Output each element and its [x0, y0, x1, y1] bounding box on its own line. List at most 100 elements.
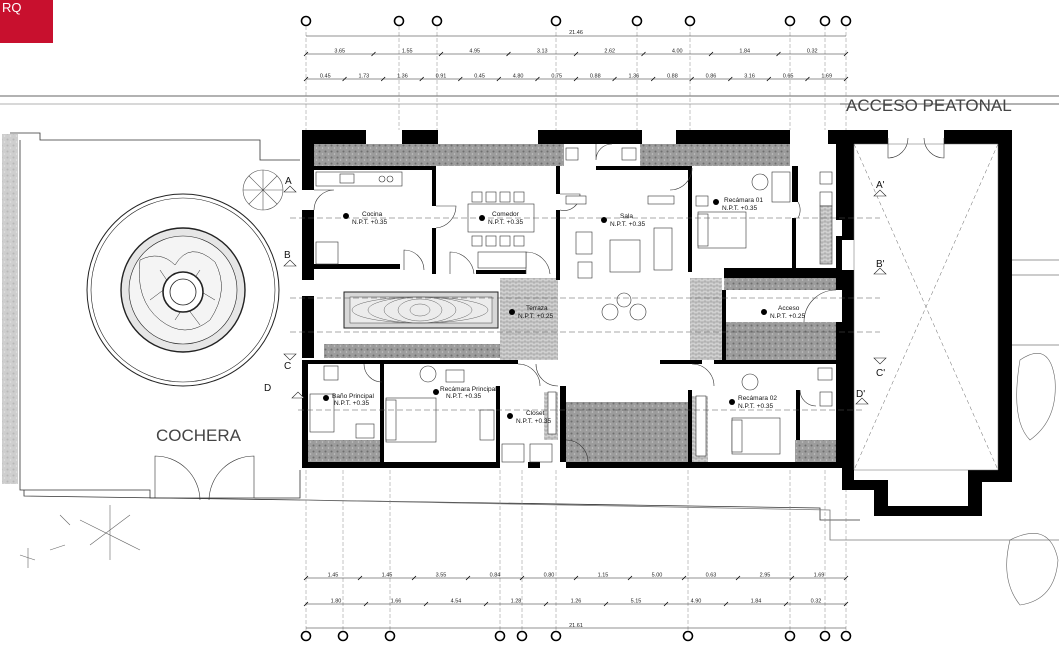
- dimension-tick: [843, 51, 849, 57]
- room-name: Recámara 01: [724, 197, 763, 204]
- dimension-label: 4.54: [451, 599, 462, 605]
- section-lines: [290, 217, 880, 411]
- dimension-tick: [783, 601, 789, 607]
- dimension-tick: [303, 76, 309, 82]
- walls: [302, 130, 1012, 516]
- dimension-label: 4.95: [469, 49, 480, 55]
- dimension-label: 5.15: [631, 599, 642, 605]
- room-terraza: Terraza N.P.T. +0.25: [509, 305, 553, 320]
- dimension-label: 1.45: [328, 573, 339, 579]
- room-cocina: Cocina N.P.T. +0.35: [343, 211, 387, 226]
- grid-bubble-bottom: [384, 630, 396, 642]
- room-name: Sala: [620, 213, 633, 220]
- dimension-label: 0.32: [811, 599, 822, 605]
- dimension-tick: [728, 76, 733, 82]
- grid-bubble-bottom: [682, 630, 694, 642]
- dimension-label: 0.45: [474, 74, 485, 80]
- room-level: N.P.T. +0.35: [516, 418, 551, 425]
- dimension-label: 0.75: [551, 74, 562, 80]
- dimension-label: 0.45: [320, 74, 331, 80]
- dimension-tick: [735, 575, 741, 581]
- dimension-label: 0.63: [706, 573, 717, 579]
- dimension-label: 0.80: [544, 573, 555, 579]
- brand-logo: RQ: [0, 0, 53, 43]
- grid-bubble-top: [840, 15, 852, 27]
- dimension-tick: [663, 601, 669, 607]
- dimension-label: 4.90: [691, 599, 702, 605]
- grid-bubble-bottom: [550, 630, 562, 642]
- room-level: N.P.T. +0.35: [352, 219, 387, 226]
- room-name: Baño Principal: [332, 393, 374, 400]
- fountain: [86, 193, 280, 387]
- dimension-tick: [723, 601, 729, 607]
- tree-top-left: [242, 169, 284, 211]
- grid-bubble-bottom: [516, 630, 528, 642]
- pool: [343, 291, 499, 329]
- grid-bubble-top: [393, 15, 405, 27]
- room-level: N.P.T. +0.35: [722, 205, 757, 212]
- dimension-tick: [776, 51, 781, 57]
- room-name: Recámara Principal: [440, 386, 497, 393]
- section-arrows: [283, 185, 887, 405]
- grid-bubble-top: [550, 15, 562, 27]
- dimension-tick: [371, 51, 376, 57]
- dimension-label: 4.80: [513, 74, 524, 80]
- dimension-tick: [483, 601, 489, 607]
- dimension-tick: [411, 575, 417, 581]
- dimension-tick: [573, 575, 579, 581]
- dimension-label: 1.15: [598, 573, 609, 579]
- room-level: N.P.T. +0.25: [770, 313, 805, 320]
- grid-axes: [305, 26, 847, 632]
- dimension-tick: [843, 76, 849, 82]
- room-name: Closet: [526, 410, 545, 417]
- grid-bubble-bottom: [337, 630, 349, 642]
- dimension-label: 2.95: [760, 573, 771, 579]
- dimension-tick: [627, 575, 633, 581]
- dimension-tick: [641, 51, 646, 57]
- logo-text: RQ: [2, 0, 22, 15]
- dimension-tick: [519, 575, 525, 581]
- grid-bubble-top: [784, 15, 796, 27]
- grid-bubble-bottom: [840, 630, 852, 642]
- section-label-d-prime: D': [856, 389, 865, 400]
- section-label-a-prime: A': [876, 180, 885, 191]
- tree-right: [1006, 353, 1059, 606]
- room-recamara-principal: Recámara Principal N.P.T. +0.35: [433, 386, 497, 400]
- grid-bubble-top: [631, 15, 643, 27]
- dimension-tick: [805, 76, 810, 82]
- dimension-tick: [419, 76, 424, 82]
- label-acceso-peatonal: ACCESO PEATONAL: [846, 96, 1012, 115]
- grid-bubble-bottom: [819, 630, 831, 642]
- grid-bubble-bottom: [300, 630, 312, 642]
- tree-bottom-left: [19, 505, 141, 568]
- dimension-tick: [573, 76, 579, 82]
- dimension-label: 1.45: [382, 573, 393, 579]
- dimension-label: 0.32: [807, 49, 818, 55]
- dimension-tick: [506, 51, 511, 57]
- dimension-tick: [603, 601, 609, 607]
- dimension-tick: [342, 76, 347, 82]
- dimension-label: 1.36: [628, 74, 639, 80]
- dimension-label: 0.65: [783, 74, 794, 80]
- dimension-label: 1.84: [739, 49, 750, 55]
- grid-bubble-top: [300, 15, 312, 27]
- dimension-label: 1.80: [331, 599, 342, 605]
- dimension-label: 21.46: [569, 30, 583, 36]
- dimension-label: 1.69: [821, 74, 832, 80]
- dimension-label: 1.84: [751, 599, 762, 605]
- room-level: N.P.T. +0.25: [518, 313, 553, 320]
- section-marker-a: A A' B B' C C' D D': [264, 176, 885, 400]
- room-level: N.P.T. +0.35: [334, 400, 369, 407]
- room-sala: Sala N.P.T. +0.35: [601, 213, 645, 228]
- section-label-c-prime: C': [876, 368, 885, 379]
- dimension-label: 3.55: [436, 573, 447, 579]
- grid-bubble-top: [684, 15, 696, 27]
- pavilion-roof-lines: [853, 143, 999, 471]
- dimension-tick: [535, 76, 540, 82]
- room-recamara-02: Recámara 02 N.P.T. +0.35: [729, 395, 777, 410]
- dimension-tick: [458, 76, 463, 82]
- dimension-label: 0.91: [436, 74, 447, 80]
- dimension-label: 0.86: [706, 74, 717, 80]
- room-acceso: Acceso N.P.T. +0.25: [761, 305, 805, 320]
